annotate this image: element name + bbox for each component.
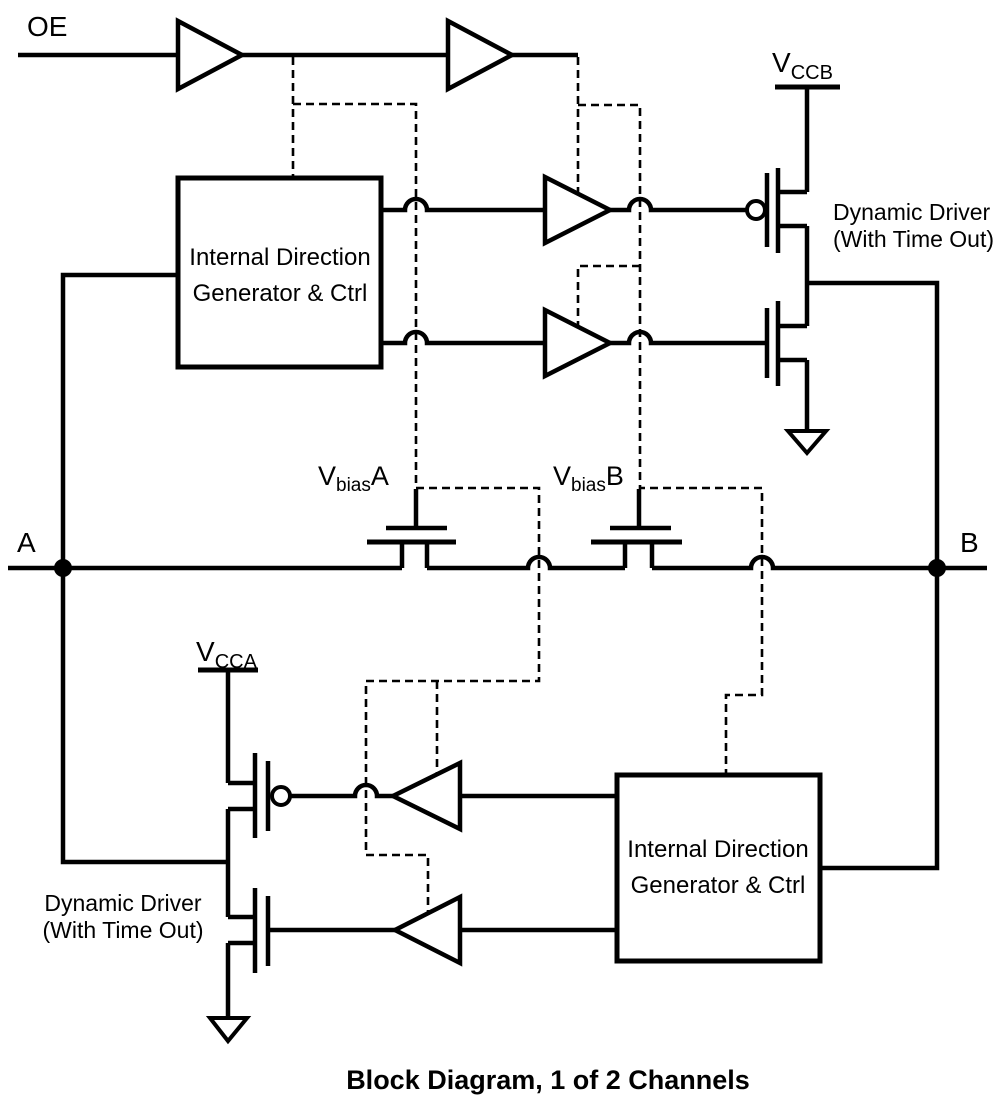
b-side-loop-wire <box>807 280 940 871</box>
vcca-label: VCCA <box>196 636 258 673</box>
direction-generator-top-line1: Internal Direction <box>189 244 370 271</box>
pass-fet-a-legs <box>399 542 430 568</box>
direction-generator-top-line2: Generator & Ctrl <box>193 280 368 307</box>
pmos-b-stubs <box>778 189 807 229</box>
direction-generator-top-box: Internal Direction Generator & Ctrl <box>175 175 384 370</box>
direction-generator-bottom-box: Internal Direction Generator & Ctrl <box>614 772 823 964</box>
port-a-label: A <box>17 527 36 558</box>
direction-generator-bottom-line1: Internal Direction <box>627 836 808 863</box>
control-net-a <box>291 57 541 913</box>
pmos-a-bubble-icon <box>270 785 292 807</box>
channel-line <box>8 554 987 571</box>
direction-generator-top-rect <box>175 175 384 370</box>
vbias-b-label: VbiasB <box>553 461 624 496</box>
port-b-label: B <box>960 527 979 558</box>
dynamic-driver-a-line1: Dynamic Driver <box>44 890 202 916</box>
b-buffer-2-icon <box>542 306 615 380</box>
dynamic-driver-b-line1: Dynamic Driver <box>833 199 991 225</box>
row1-wire <box>381 196 746 213</box>
dynamic-driver-a-label: Dynamic Driver (With Time Out) <box>42 890 203 943</box>
port-a-junction-dot <box>54 559 72 577</box>
pmos-a-stubs <box>228 780 255 812</box>
pmos-a-icon <box>225 670 292 862</box>
direction-generator-bottom-rect <box>614 772 823 964</box>
diagram-caption: Block Diagram, 1 of 2 Channels <box>346 1065 750 1095</box>
port-b-junction-dot <box>928 559 946 577</box>
net-a-main-run <box>293 102 541 913</box>
vccb-label: VCCB <box>772 47 833 84</box>
control-net-b <box>576 57 764 775</box>
ground-b-icon <box>783 429 831 457</box>
net-b-main-run <box>578 103 764 775</box>
nmos-b-icon <box>764 283 810 431</box>
nmos-b-stubs <box>778 323 807 363</box>
direction-generator-bottom-line2: Generator & Ctrl <box>631 872 806 899</box>
a-buffer-2-icon <box>390 893 463 967</box>
nmos-a-stubs <box>228 914 255 946</box>
ground-a-icon <box>205 1016 252 1045</box>
b-buffer-1-icon <box>542 173 615 247</box>
pmos-b-icon <box>745 87 810 283</box>
nmos-a-icon <box>225 862 271 1018</box>
a-buffer-1-icon <box>387 759 463 833</box>
pass-fet-b-icon <box>591 489 682 568</box>
vbias-a-label: VbiasA <box>318 461 389 496</box>
dynamic-driver-b-label: Dynamic Driver (With Time Out) <box>833 199 994 252</box>
oe-buffer-1-icon <box>175 17 247 93</box>
row2-wire <box>381 329 767 346</box>
pass-fet-b-legs <box>622 542 655 568</box>
net-b-branch-buffer2 <box>576 264 640 327</box>
pass-fet-a-icon <box>367 489 456 568</box>
oe-buffer-2-icon <box>445 17 517 93</box>
pmos-a-gate-wire <box>290 782 393 799</box>
dynamic-driver-b-line2: (With Time Out) <box>833 226 994 252</box>
pmos-b-bubble-icon <box>745 199 767 221</box>
oe-label: OE <box>27 11 67 42</box>
dynamic-driver-a-line2: (With Time Out) <box>42 917 203 943</box>
